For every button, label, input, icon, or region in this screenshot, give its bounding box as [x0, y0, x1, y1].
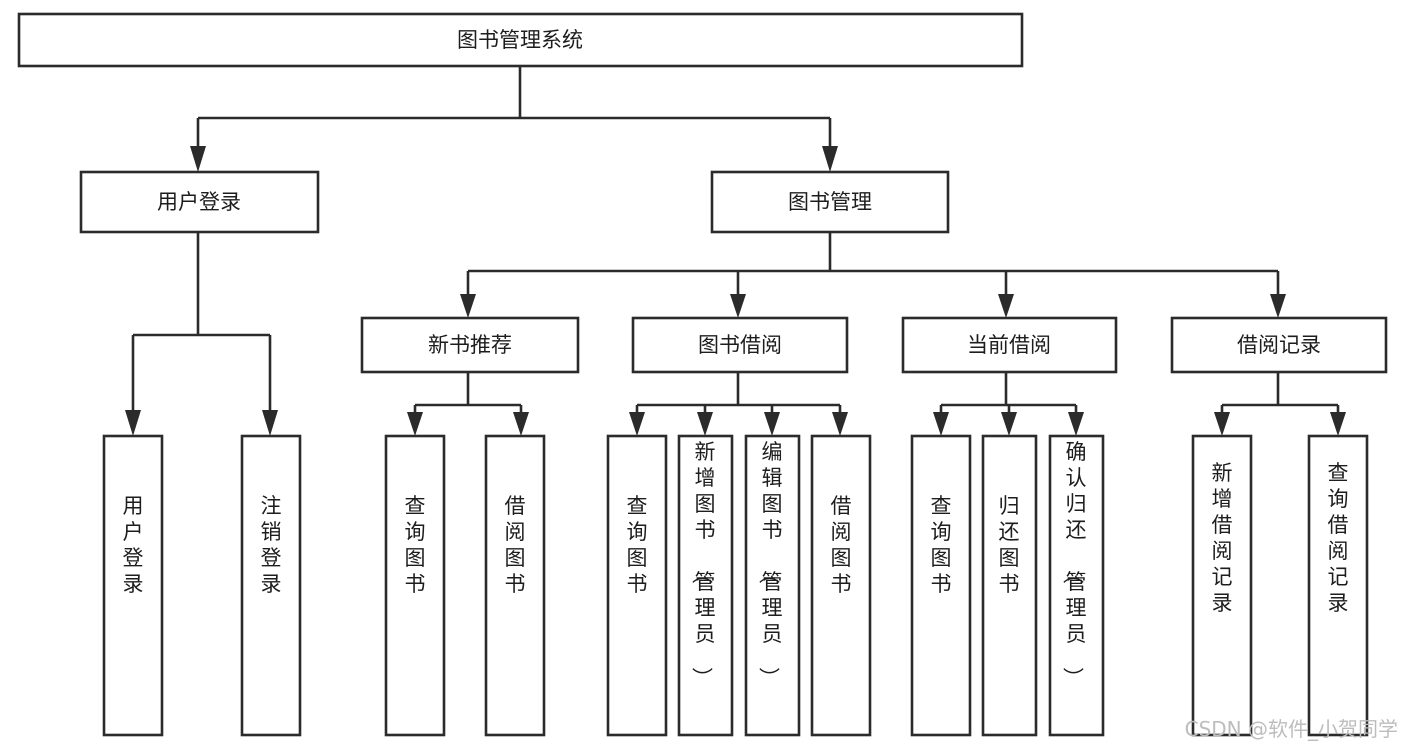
node-leaf-borrow-book-2-label: 借阅图书	[831, 494, 852, 596]
node-new-book-rec[interactable]: 新书推荐	[360, 316, 580, 374]
node-leaf-query-book-2-box[interactable]	[606, 434, 668, 737]
edge-group-book-borrow	[629, 372, 848, 436]
node-leaf-add-record-box[interactable]	[1191, 434, 1253, 737]
node-leaf-confirm-return-label: 确认归还（管理员）	[1061, 440, 1087, 688]
node-leaf-add-record-label: 新增借阅记录	[1212, 461, 1233, 615]
node-leaf-query-book-2-label: 查询图书	[627, 494, 648, 596]
arrowhead-leaf-borrow-book-1	[513, 412, 529, 436]
node-leaf-borrow-book-2[interactable]: 借阅图书	[810, 434, 872, 737]
edge-group-borrow-record	[1214, 372, 1346, 436]
node-borrow-record[interactable]: 借阅记录	[1170, 316, 1388, 374]
arrowhead-book-borrow	[730, 294, 746, 318]
node-book-borrow-box[interactable]	[631, 316, 849, 374]
node-leaf-query-record[interactable]: 查询借阅记录	[1307, 434, 1369, 737]
arrowhead-leaf-return-book	[1001, 412, 1017, 436]
node-leaf-add-record[interactable]: 新增借阅记录	[1191, 434, 1253, 737]
arrowhead-leaf-user-logout	[262, 410, 278, 436]
node-new-book-rec-box[interactable]	[360, 316, 580, 374]
arrowhead-leaf-query-book-3	[933, 412, 949, 436]
node-borrow-record-box[interactable]	[1170, 316, 1388, 374]
node-leaf-return-book-label: 归还图书	[999, 494, 1020, 596]
node-root[interactable]: 图书管理系统	[17, 12, 1024, 68]
node-leaf-query-book-1-box[interactable]	[384, 434, 446, 737]
node-root-label: 图书管理系统	[457, 28, 583, 52]
arrowhead-leaf-confirm-return	[1068, 412, 1084, 436]
arrowhead-leaf-query-book-1	[407, 412, 423, 436]
edge-group-root	[190, 66, 838, 172]
node-new-book-rec-label: 新书推荐	[428, 333, 512, 357]
node-book-manage[interactable]: 图书管理	[710, 170, 950, 234]
node-borrow-record-label: 借阅记录	[1237, 333, 1321, 357]
node-leaf-query-book-2[interactable]: 查询图书	[606, 434, 668, 737]
node-leaf-query-book-1-label: 查询图书	[405, 494, 426, 596]
arrowhead-current-borrow	[998, 294, 1014, 318]
node-leaf-borrow-book-2-box[interactable]	[810, 434, 872, 737]
edge-group-new-book-rec	[407, 372, 529, 436]
arrowhead-new-book-rec	[460, 294, 476, 318]
node-leaf-edit-book-box[interactable]	[744, 434, 801, 737]
node-leaf-confirm-return-box[interactable]	[1048, 434, 1105, 737]
node-leaf-user-logout-box[interactable]	[240, 434, 302, 737]
node-leaf-edit-book-label: 编辑图书（管理员）	[757, 440, 783, 688]
node-current-borrow[interactable]: 当前借阅	[901, 316, 1118, 374]
arrowhead-leaf-add-record	[1214, 412, 1230, 436]
arrowhead-leaf-borrow-book-2	[832, 412, 848, 436]
arrowhead-borrow-record	[1270, 294, 1286, 318]
node-leaf-user-login-box[interactable]	[102, 434, 164, 737]
node-leaf-user-logout-label: 注销登录	[261, 494, 282, 596]
node-leaf-return-book-box[interactable]	[981, 434, 1038, 737]
node-book-manage-label: 图书管理	[788, 190, 872, 214]
node-leaf-user-logout[interactable]: 注销登录	[240, 434, 302, 737]
node-root-box[interactable]	[17, 12, 1024, 68]
arrowhead-leaf-query-book-2	[629, 412, 645, 436]
node-leaf-add-book-label: 新增图书（管理员）	[690, 440, 716, 688]
edge-group-current-borrow	[933, 372, 1084, 436]
csdn-watermark: CSDN @软件_小贺同学	[1185, 717, 1398, 741]
node-leaf-query-book-3-label: 查询图书	[931, 494, 952, 596]
arrowhead-book-manage	[822, 146, 838, 172]
node-leaf-return-book[interactable]: 归还图书	[981, 434, 1038, 737]
node-user-login-label: 用户登录	[157, 190, 241, 214]
node-book-borrow-label: 图书借阅	[698, 333, 782, 357]
arrowhead-leaf-query-record	[1330, 412, 1346, 436]
node-leaf-borrow-book-1-label: 借阅图书	[505, 494, 526, 596]
node-user-login[interactable]: 用户登录	[79, 170, 320, 234]
node-user-login-box[interactable]	[79, 170, 320, 234]
node-leaf-confirm-return[interactable]: 确认归还（管理员）	[1048, 434, 1105, 737]
node-leaf-user-login-label: 用户登录	[123, 494, 144, 596]
node-leaf-add-book-box[interactable]	[677, 434, 734, 737]
node-book-borrow[interactable]: 图书借阅	[631, 316, 849, 374]
node-current-borrow-label: 当前借阅	[967, 333, 1051, 357]
node-leaf-add-book[interactable]: 新增图书（管理员）	[677, 434, 734, 737]
arrowhead-leaf-user-login	[125, 410, 141, 436]
node-leaf-borrow-book-1-box[interactable]	[484, 434, 546, 737]
arrowhead-leaf-add-book	[697, 412, 713, 436]
node-leaf-borrow-book-1[interactable]: 借阅图书	[484, 434, 546, 737]
node-leaf-query-book-1[interactable]: 查询图书	[384, 434, 446, 737]
arrowhead-user-login	[190, 146, 206, 172]
edge-group-user-login	[125, 232, 278, 436]
node-book-manage-box[interactable]	[710, 170, 950, 234]
edge-group-book-manage	[460, 232, 1286, 318]
node-leaf-query-record-box[interactable]	[1307, 434, 1369, 737]
node-leaf-query-book-3-box[interactable]	[910, 434, 972, 737]
node-leaf-query-book-3[interactable]: 查询图书	[910, 434, 972, 737]
node-leaf-user-login[interactable]: 用户登录	[102, 434, 164, 737]
node-leaf-query-record-label: 查询借阅记录	[1328, 461, 1349, 615]
node-leaf-edit-book[interactable]: 编辑图书（管理员）	[744, 434, 801, 737]
node-current-borrow-box[interactable]	[901, 316, 1118, 374]
arrowhead-leaf-edit-book	[764, 412, 780, 436]
